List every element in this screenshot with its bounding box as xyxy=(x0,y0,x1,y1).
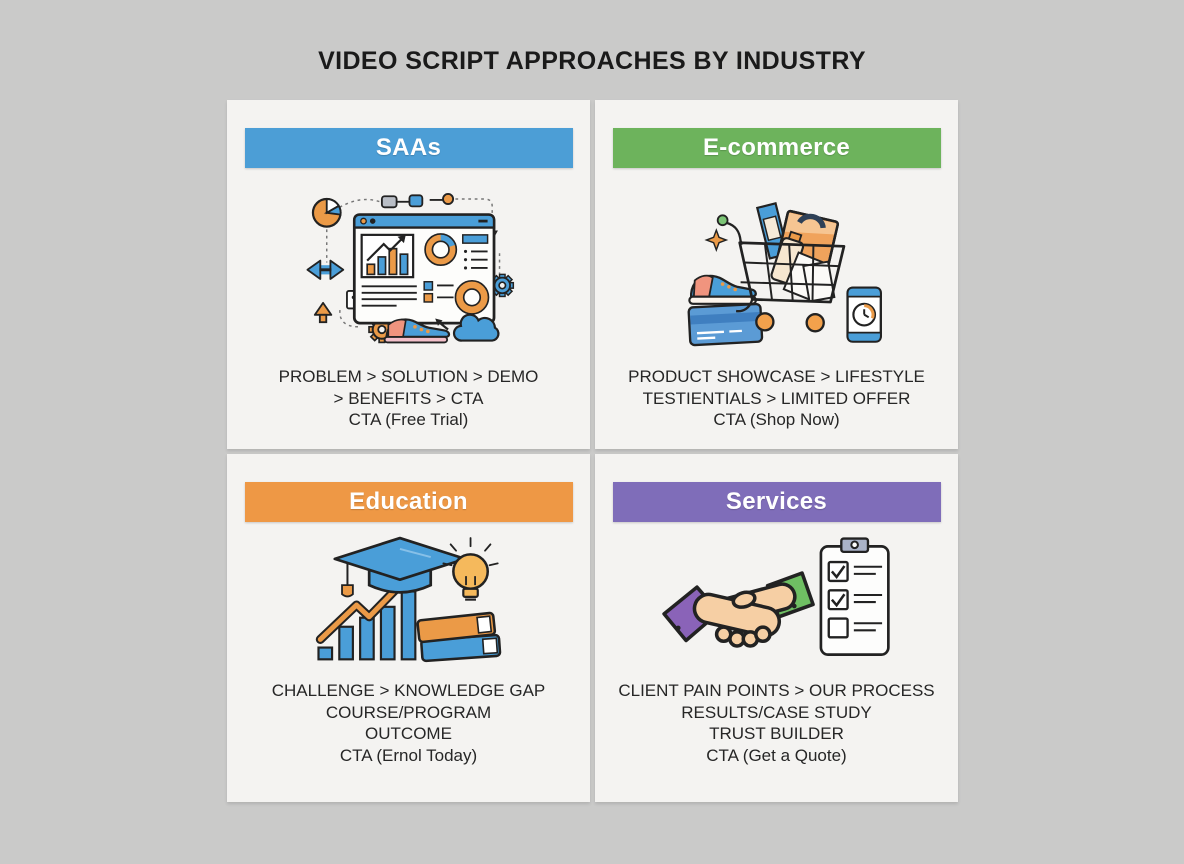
services-icon xyxy=(659,522,895,681)
quadrant-grid: SAAs xyxy=(227,100,958,802)
check-mark-icon xyxy=(830,565,845,580)
script-step-line: CHALLENGE > KNOWLEDGE GAP xyxy=(271,681,546,700)
quadrant-title-education: Education xyxy=(349,487,468,515)
product-bottle-icon xyxy=(769,230,804,285)
script-step-line: RESULTS/CASE STUDY xyxy=(681,702,872,722)
dashed-connector-lines xyxy=(325,197,500,328)
lightbulb-icon xyxy=(441,537,499,601)
browser-dashboard-icon xyxy=(352,212,495,324)
script-step-line: TRUST BUILDER xyxy=(709,724,844,743)
clipboard-checklist-icon xyxy=(819,537,890,657)
script-step-line: PRODUCT SHOWCASE > LIFESTYLE xyxy=(628,367,925,386)
double-arrow-icon xyxy=(306,259,344,280)
quadrant-title-saas: SAAs xyxy=(375,134,442,161)
script-approach-text-saas: PROBLEM > SOLUTION > DEMO > BENEFITS > C… xyxy=(279,366,539,449)
script-step-line: CTA (Ernol Today) xyxy=(339,745,478,765)
services-illustration xyxy=(661,537,890,657)
script-step-line: > BENEFITS > CTA xyxy=(333,388,484,408)
cart-handle xyxy=(726,221,743,246)
shopping-cart-icon xyxy=(735,241,845,313)
pie-chart-icon xyxy=(311,197,342,228)
script-step-line: TESTIENTIALS > LIMITED OFFER xyxy=(642,388,911,408)
script-approach-text-services: CLIENT PAIN POINTS > OUR PROCESS RESULTS… xyxy=(618,680,934,802)
quadrant-header-education: Education xyxy=(244,481,573,522)
books-icon xyxy=(415,612,501,663)
phone-icon xyxy=(845,286,882,343)
tassel-icon xyxy=(340,584,354,598)
handle-knob-icon xyxy=(716,214,728,227)
quadrant-ecommerce: E-commerce xyxy=(595,100,958,449)
cloud-icon xyxy=(452,313,500,342)
cart-wheel-icon xyxy=(804,313,825,333)
quadrant-education: Education xyxy=(227,453,590,802)
sparkle-icon xyxy=(703,228,728,252)
page-title: VIDEO SCRIPT APPROACHES BY INDUSTRY xyxy=(318,47,866,75)
script-step-line: CLIENT PAIN POINTS > OUR PROCESS xyxy=(618,681,935,700)
up-arrow-icon xyxy=(313,301,332,323)
gear-icon xyxy=(490,273,514,297)
cart-wheel-icon xyxy=(754,312,775,332)
quadrant-header-saas: SAAs xyxy=(244,128,573,168)
education-icon xyxy=(309,522,509,681)
ecommerce-illustration xyxy=(687,202,882,347)
script-approach-text-ecommerce: PRODUCT SHOWCASE > LIFESTYLE TESTIENTIAL… xyxy=(628,366,925,449)
quadrant-title-services: Services xyxy=(725,487,828,515)
graduation-cap-icon xyxy=(332,536,466,598)
cursor-arrow-icon xyxy=(434,318,449,330)
saas-dashboard-illustration xyxy=(306,192,514,343)
quadrant-header-ecommerce: E-commerce xyxy=(612,128,941,168)
sneaker-icon xyxy=(383,317,450,343)
quadrant-saas: SAAs xyxy=(227,100,590,449)
product-box-icon xyxy=(801,260,835,303)
ecommerce-cart-icon xyxy=(671,168,883,366)
education-illustration xyxy=(315,536,501,663)
script-step-line: COURSE/PROGRAM xyxy=(325,702,492,722)
sneaker-icon xyxy=(687,274,757,305)
node-link-icons xyxy=(380,192,454,208)
saas-dashboard-icon xyxy=(301,168,517,366)
quadrant-title-ecommerce: E-commerce xyxy=(702,134,851,161)
credit-card-icon xyxy=(687,302,763,347)
quadrant-services: Services xyxy=(595,453,958,802)
quadrant-header-services: Services xyxy=(612,481,941,522)
script-step-line: CTA (Get a Quote) xyxy=(706,745,847,765)
script-approach-text-education: CHALLENGE > KNOWLEDGE GAP COURSE/PROGRAM… xyxy=(272,680,546,802)
handshake-icon xyxy=(661,571,815,648)
script-step-line: CTA (Free Trial) xyxy=(348,410,469,429)
check-mark-icon xyxy=(830,593,845,608)
bar-chart-icon xyxy=(316,590,416,661)
script-step-line: CTA (Shop Now) xyxy=(713,410,840,429)
script-step-line: PROBLEM > SOLUTION > DEMO xyxy=(278,367,539,386)
script-step-line: OUTCOME xyxy=(365,724,452,743)
